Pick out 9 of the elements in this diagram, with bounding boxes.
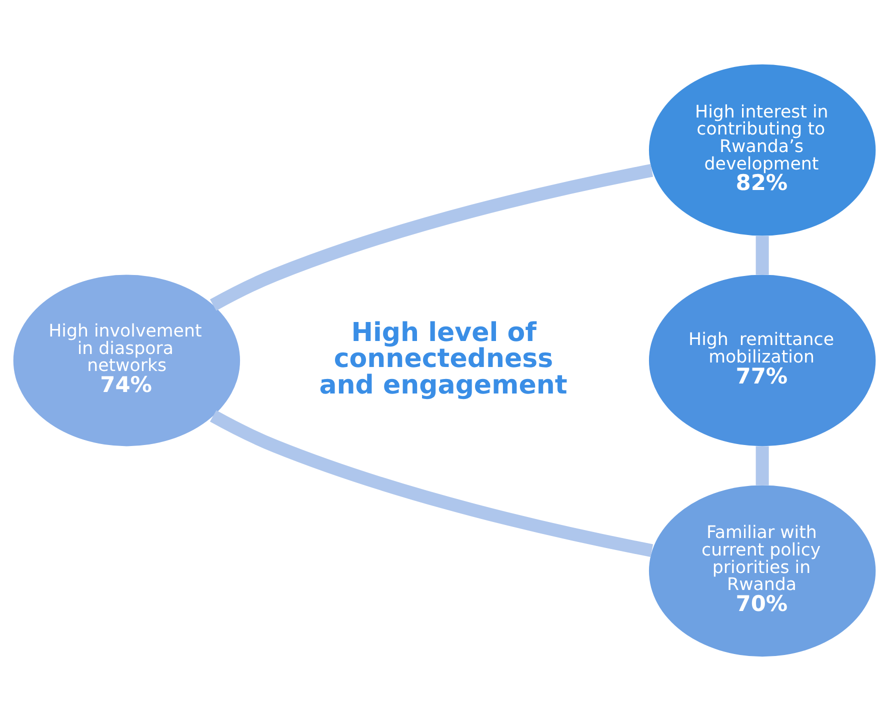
connector xyxy=(210,164,653,311)
node-ellipse: High involvement in diaspora networks 74% xyxy=(12,274,240,446)
node-ellipse: Familiar with current policy priorities in Rwanda 70% xyxy=(648,485,876,657)
connector xyxy=(755,236,768,275)
label: High level of connectedness and engagement xyxy=(318,318,567,400)
connector xyxy=(755,446,768,486)
node-ellipse: High interest in contributing to Rwanda’s development 82% xyxy=(648,64,876,236)
connector xyxy=(210,410,653,557)
node-ellipse: High remittance mobilization 77% xyxy=(648,274,876,446)
